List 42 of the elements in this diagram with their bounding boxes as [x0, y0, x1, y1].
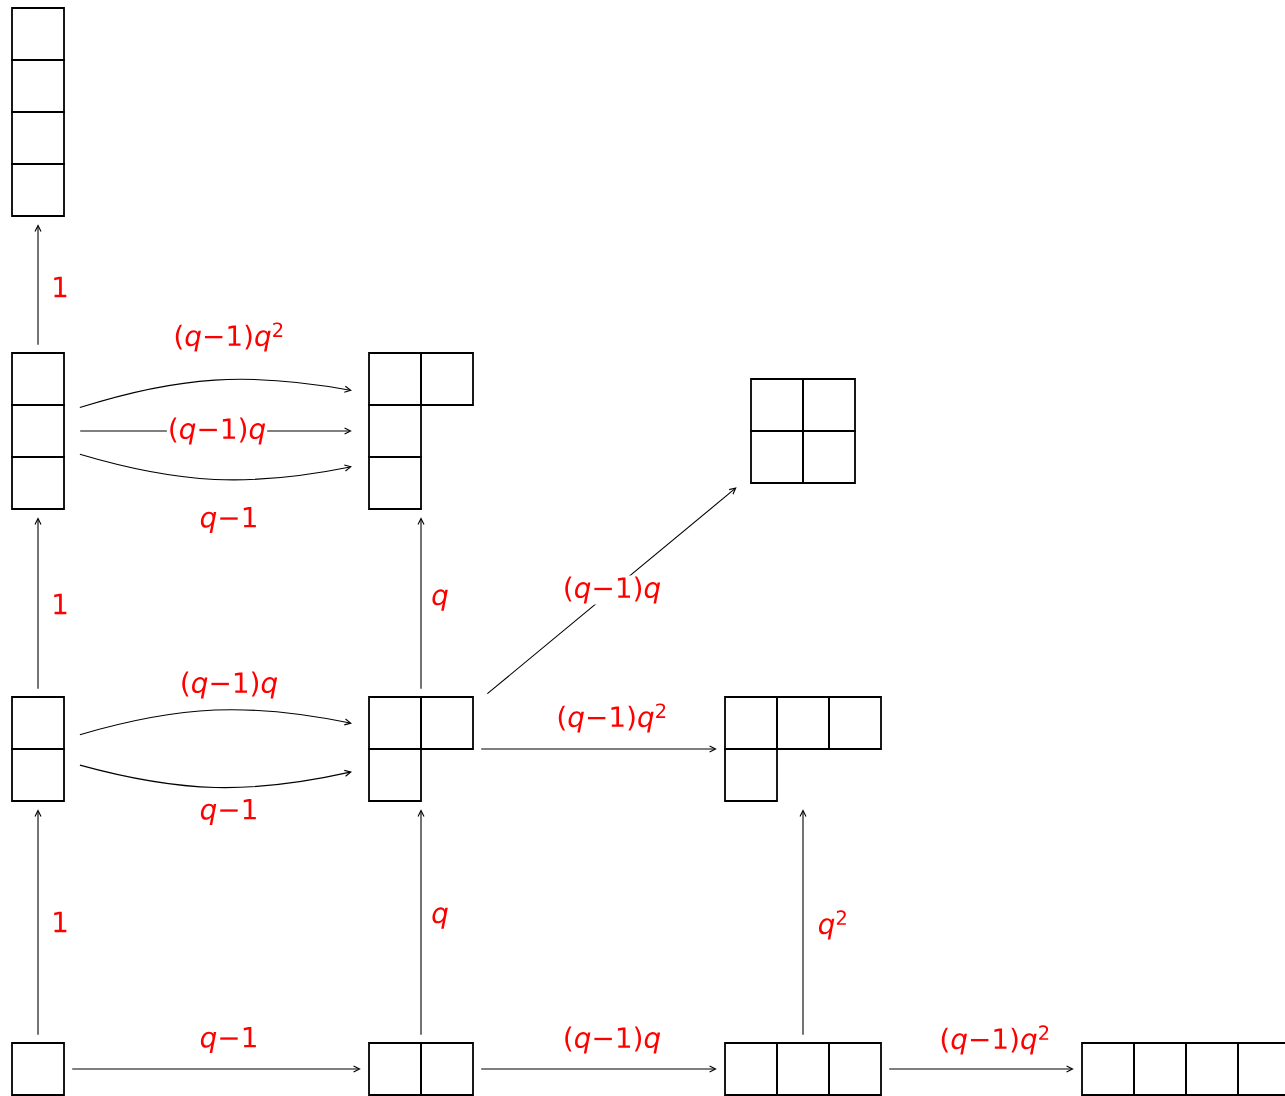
edge-label: q−1 — [200, 506, 256, 534]
young-diagram — [11, 7, 65, 217]
arrow — [480, 1065, 717, 1073]
arrow — [34, 809, 42, 1036]
edge-label: (q−1)q — [565, 1026, 661, 1054]
edge-label: 1 — [54, 593, 67, 615]
edge-label: (q−1)q — [166, 416, 268, 446]
young-diagram — [724, 1042, 882, 1096]
edge-label: (q−1)q$^{2}$ — [175, 322, 283, 352]
young-diagram — [368, 696, 474, 802]
arrow — [71, 1065, 361, 1073]
arrow — [34, 224, 42, 346]
edge-label: q−1 — [200, 798, 256, 826]
arrow — [417, 809, 425, 1036]
arrow — [79, 709, 352, 736]
arrow — [34, 517, 42, 690]
arrow — [799, 809, 807, 1036]
edge-label: q−1 — [200, 1026, 256, 1054]
edge-label: q$^{2}$ — [818, 910, 846, 940]
young-diagram — [11, 352, 65, 510]
young-diagram — [11, 1042, 65, 1096]
young-diagram — [368, 352, 474, 510]
young-diagram — [368, 1042, 474, 1096]
young-diagram — [11, 696, 65, 802]
arrow — [480, 745, 717, 753]
young-diagram — [1081, 1042, 1285, 1096]
edge-label: (q−1)q$^{2}$ — [941, 1025, 1049, 1055]
edge-label: 1 — [54, 911, 67, 933]
edge-label: q — [432, 907, 448, 929]
edge-label: 1 — [54, 276, 67, 298]
arrow — [79, 378, 352, 409]
edge-label: q — [432, 589, 448, 611]
arrow — [79, 453, 352, 481]
edge-label: (q−1)q — [182, 671, 278, 699]
arrow — [486, 487, 737, 695]
edge-label: (q−1)q — [561, 575, 663, 605]
young-diagram — [724, 696, 882, 802]
arrow — [417, 517, 425, 690]
arrow — [79, 764, 352, 789]
young-diagram — [750, 378, 856, 484]
arrow — [888, 1065, 1074, 1073]
edge-label: (q−1)q$^{2}$ — [558, 703, 666, 733]
